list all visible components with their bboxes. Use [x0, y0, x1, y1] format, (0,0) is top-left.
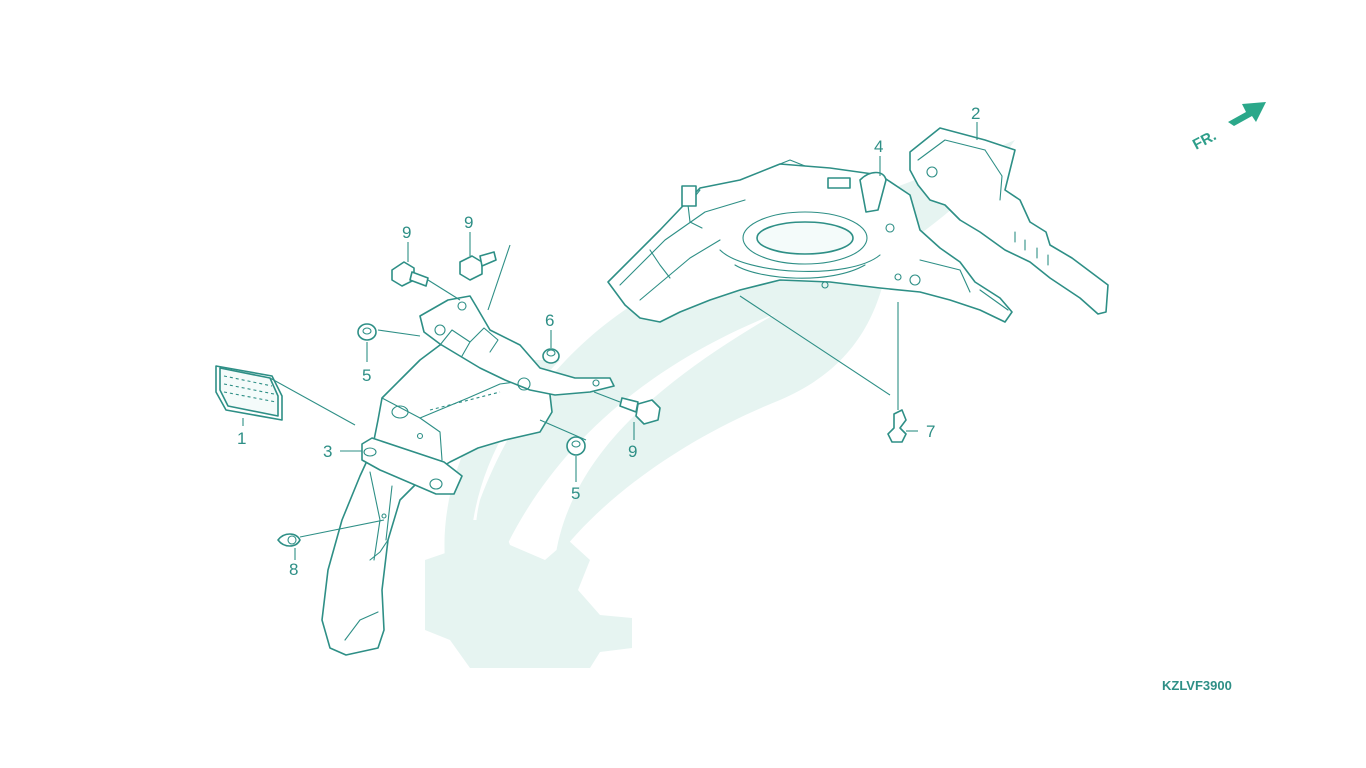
callout-9-right: 9 — [628, 442, 637, 461]
callout-6: 6 — [545, 311, 554, 330]
callout-1: 1 — [237, 429, 246, 448]
callout-8: 8 — [289, 560, 298, 579]
callout-9-middle: 9 — [464, 213, 473, 232]
part-4-inner-fender — [607, 159, 1013, 323]
part-9-bolt-left — [391, 261, 429, 287]
part-8-cap — [277, 533, 301, 547]
fr-label: FR. — [1190, 127, 1219, 153]
callout-5-lower: 5 — [571, 484, 580, 503]
leader-lines — [242, 122, 978, 560]
part-7-clip — [887, 409, 907, 443]
forward-arrow-icon — [1228, 102, 1266, 126]
part-2-side-cover — [909, 127, 1109, 315]
part-1-reflector — [215, 365, 283, 421]
part-6-nut — [542, 348, 560, 364]
callout-4: 4 — [874, 137, 883, 156]
callout-7: 7 — [926, 422, 935, 441]
part-5-grommet-lower — [566, 436, 586, 456]
diagram-code: KZLVF3900 — [1162, 678, 1232, 693]
callout-9-left: 9 — [402, 223, 411, 242]
part-5-grommet-upper — [357, 323, 377, 341]
part-9-bolt-middle — [459, 251, 497, 281]
front-direction-indicator: FR. — [1190, 102, 1266, 154]
license-bracket — [419, 295, 615, 396]
callout-2: 2 — [971, 104, 980, 123]
callout-5-upper: 5 — [362, 366, 371, 385]
callout-3: 3 — [323, 442, 332, 461]
callout-labels: 1 2 3 4 5 5 6 7 8 9 9 9 — [237, 104, 980, 579]
part-9-bolt-right — [619, 397, 661, 425]
